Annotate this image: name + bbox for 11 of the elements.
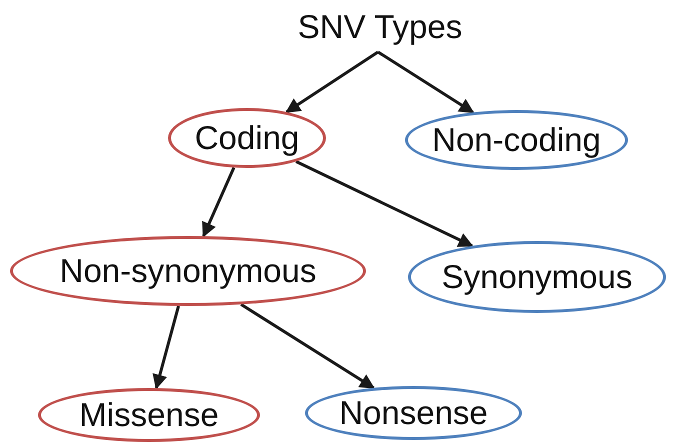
arrow — [295, 160, 474, 248]
ellipse-node: Non-synonymous — [10, 236, 366, 306]
arrow — [285, 50, 379, 114]
heading-text: SNV Types — [300, 4, 460, 50]
ellipse-node: Missense — [38, 388, 260, 442]
ellipse-node: Synonymous — [408, 241, 666, 313]
ellipse-node: Non-coding — [405, 110, 628, 170]
arrow — [202, 166, 236, 238]
ellipse-node: Coding — [168, 108, 326, 168]
ellipse-node: Nonsense — [305, 386, 522, 440]
arrow — [152, 306, 180, 390]
